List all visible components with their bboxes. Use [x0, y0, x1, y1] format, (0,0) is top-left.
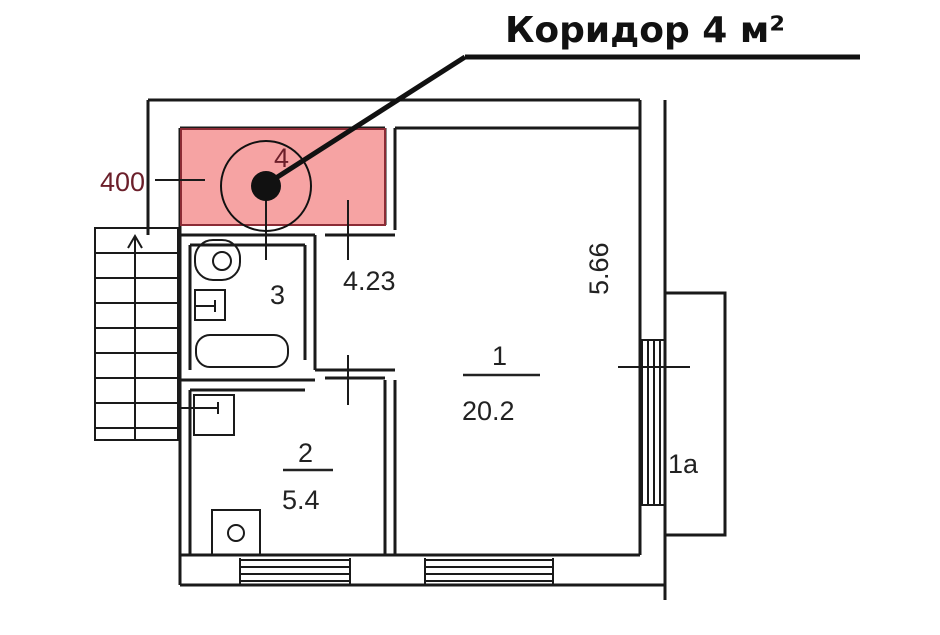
arrow-up-icon: [127, 234, 143, 249]
marker-dot: [251, 171, 281, 201]
room-2-number: 2: [298, 438, 313, 468]
room-4-number: 4: [274, 143, 289, 173]
toilet: [194, 239, 241, 281]
sink-2: [193, 394, 235, 436]
room-1-number: 1: [492, 341, 507, 371]
room-1-area: 20.2: [462, 396, 515, 426]
bathtub: [195, 334, 289, 368]
callout-title: Коридор 4 м²: [505, 10, 785, 51]
dimension-corridor-length: 4.23: [343, 266, 396, 296]
dimension-ticks: [265, 195, 690, 405]
balcony-label: 1a: [668, 449, 699, 479]
balcony: [663, 291, 727, 537]
stairs: [94, 227, 179, 441]
room-3-number: 3: [270, 280, 285, 310]
stove: [211, 509, 261, 556]
windows: [239, 339, 665, 585]
dimension-room-length: 5.66: [584, 242, 614, 295]
dimension-corridor-width: 400: [100, 167, 145, 197]
room-2-area: 5.4: [282, 485, 320, 515]
callout: [220, 54, 860, 232]
fixtures: [180, 239, 289, 556]
